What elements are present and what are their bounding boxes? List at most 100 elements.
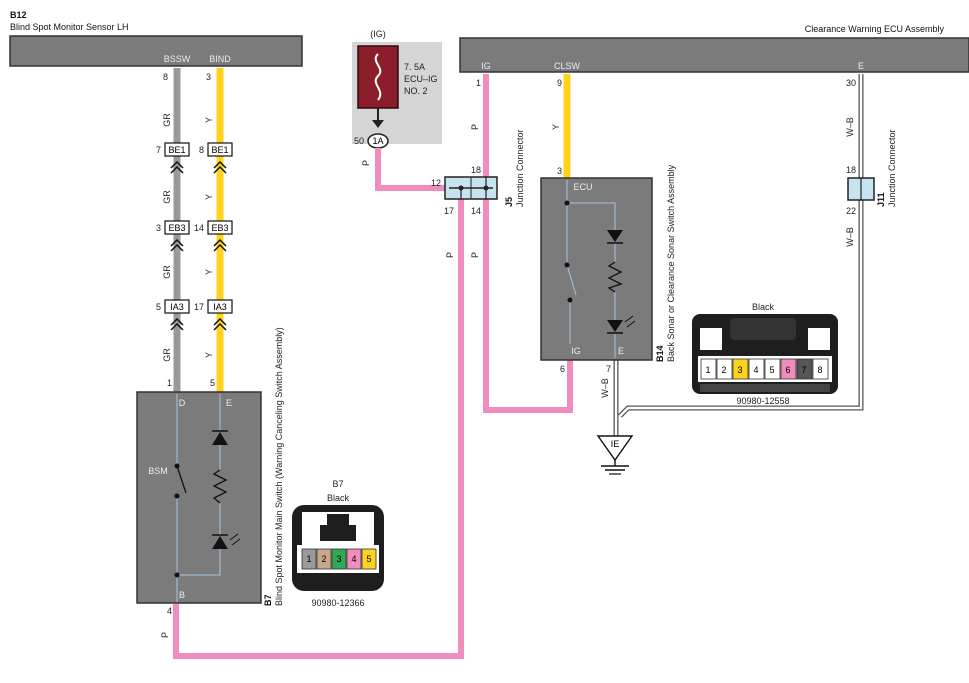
svg-text:BE1: BE1	[168, 145, 185, 155]
svg-text:5: 5	[769, 365, 774, 375]
wire-label-wb-1: W–B	[845, 117, 855, 137]
connector-b7-face	[292, 505, 384, 591]
wire-label-y-4: Y	[204, 352, 214, 358]
junction-connector-j5	[444, 176, 498, 200]
b7-resistor-icon	[212, 469, 228, 504]
b14-terminal-e: E	[618, 346, 624, 356]
j5-name: Junction Connector	[515, 129, 525, 207]
svg-text:4: 4	[753, 365, 758, 375]
wire-label-gr-3: GR	[162, 265, 172, 279]
j11-pin-22: 22	[846, 206, 856, 216]
ground-label: IE	[611, 439, 620, 449]
connector-b7-part-number: 90980-12366	[311, 598, 364, 608]
b14-diode-icon	[607, 230, 623, 242]
wire-label-y-2: Y	[204, 194, 214, 200]
b12-terminal-bssw: BSSW	[164, 54, 191, 64]
svg-text:IA3: IA3	[213, 302, 227, 312]
wire-p-b7-b	[173, 199, 464, 659]
connector-b14-color: Black	[752, 302, 775, 312]
svg-text:3: 3	[336, 554, 341, 564]
ground-ie	[596, 435, 634, 475]
be1-right-pin: 8	[199, 145, 204, 155]
wire-p-b14-ig	[483, 199, 573, 413]
connector-b14-part-number: 90980-12558	[736, 396, 789, 406]
svg-text:8: 8	[817, 365, 822, 375]
ia3-right-pin: 17	[194, 302, 204, 312]
wire-label-y-clsw: Y	[551, 124, 561, 130]
b12-pin-3: 3	[206, 72, 211, 82]
b7-led-icon	[212, 536, 228, 549]
connector-b14-cavities: 1 2 3 4 5 6 7 8	[700, 358, 829, 380]
be1-left-pin: 7	[156, 145, 161, 155]
b14-terminal-ig: IG	[571, 346, 581, 356]
j5-pin-12: 12	[431, 178, 441, 188]
wire-label-p-b7: P	[160, 632, 170, 638]
eb3-left-pin: 3	[156, 223, 161, 233]
junction-connector-j11	[847, 177, 875, 201]
fuse-name-line1: ECU–IG	[404, 74, 438, 84]
j5-pin-17: 17	[444, 206, 454, 216]
ecu-terminal-ig: IG	[481, 61, 491, 71]
wire-p-fuse	[375, 148, 449, 191]
b7-internal-circuit	[174, 394, 241, 602]
b7-name: Blind Spot Monitor Main Switch (Warning …	[274, 327, 284, 606]
fuse-name-line2: NO. 2	[404, 86, 428, 96]
ecu-pin-30: 30	[846, 78, 856, 88]
ia3-left-pin: 5	[156, 302, 161, 312]
b12-sensor-box	[9, 35, 303, 67]
fuse-connector-label: 1A	[372, 136, 383, 146]
ecu-box	[459, 37, 969, 73]
j5-pin-14: 14	[471, 206, 481, 216]
svg-text:IA3: IA3	[170, 302, 184, 312]
fuse-pin-50: 50	[354, 136, 364, 146]
b14-pin-3: 3	[557, 166, 562, 176]
j5-code: J5	[504, 197, 514, 207]
svg-text:7: 7	[801, 365, 806, 375]
j11-code: J11	[876, 192, 886, 207]
b12-name: Blind Spot Monitor Sensor LH	[10, 22, 129, 32]
svg-text:1: 1	[705, 365, 710, 375]
fuse-element-icon	[374, 53, 382, 101]
svg-text:5: 5	[366, 554, 371, 564]
b7-diode-icon	[212, 432, 228, 445]
b14-pin-6: 6	[560, 364, 565, 374]
ecu-pin-1: 1	[476, 78, 481, 88]
wire-label-p-ecu: P	[470, 124, 480, 130]
svg-text:EB3: EB3	[168, 223, 185, 233]
j11-name: Junction Connector	[887, 129, 897, 207]
wire-label-gr-2: GR	[162, 190, 172, 204]
b7-terminal-bsm: BSM	[148, 466, 168, 476]
wire-label-p-j5-14: P	[470, 252, 480, 258]
connector-b14-face	[692, 314, 838, 394]
b7-switch-box	[136, 391, 262, 604]
eb3-right-pin: 14	[194, 223, 204, 233]
b14-internal-circuit	[564, 180, 636, 358]
b14-led-icon	[607, 320, 623, 332]
b7-pin-1: 1	[167, 378, 172, 388]
inline-connector-eb3: EB3 EB3 3 14	[156, 220, 233, 252]
b12-code: B12	[10, 10, 27, 20]
wire-label-wb-2: W–B	[845, 227, 855, 247]
wire-label-y-3: Y	[204, 269, 214, 275]
svg-text:2: 2	[721, 365, 726, 375]
connector-b7-color: Black	[327, 493, 350, 503]
svg-text:6: 6	[785, 365, 790, 375]
b7-terminal-b: B	[179, 590, 185, 600]
wire-label-gr-1: GR	[162, 113, 172, 127]
b7-pin-4: 4	[167, 606, 172, 616]
fuse-rating: 7. 5A	[404, 62, 425, 72]
b12-pin-8: 8	[163, 72, 168, 82]
b12-terminal-bind: BIND	[209, 54, 231, 64]
ecu-pin-9: 9	[557, 78, 562, 88]
wire-label-wb-3: W–B	[600, 378, 610, 398]
svg-text:1: 1	[306, 554, 311, 564]
b14-terminal-ecu: ECU	[573, 182, 592, 192]
svg-text:4: 4	[351, 554, 356, 564]
ecu-terminal-clsw: CLSW	[554, 61, 581, 71]
j11-pin-18: 18	[846, 165, 856, 175]
b7-code: B7	[263, 594, 273, 606]
inline-connector-be1: BE1 BE1 7 8	[156, 142, 233, 174]
ecu-name: Clearance Warning ECU Assembly	[805, 24, 945, 34]
svg-text:EB3: EB3	[211, 223, 228, 233]
b14-resistor-icon	[607, 261, 623, 293]
